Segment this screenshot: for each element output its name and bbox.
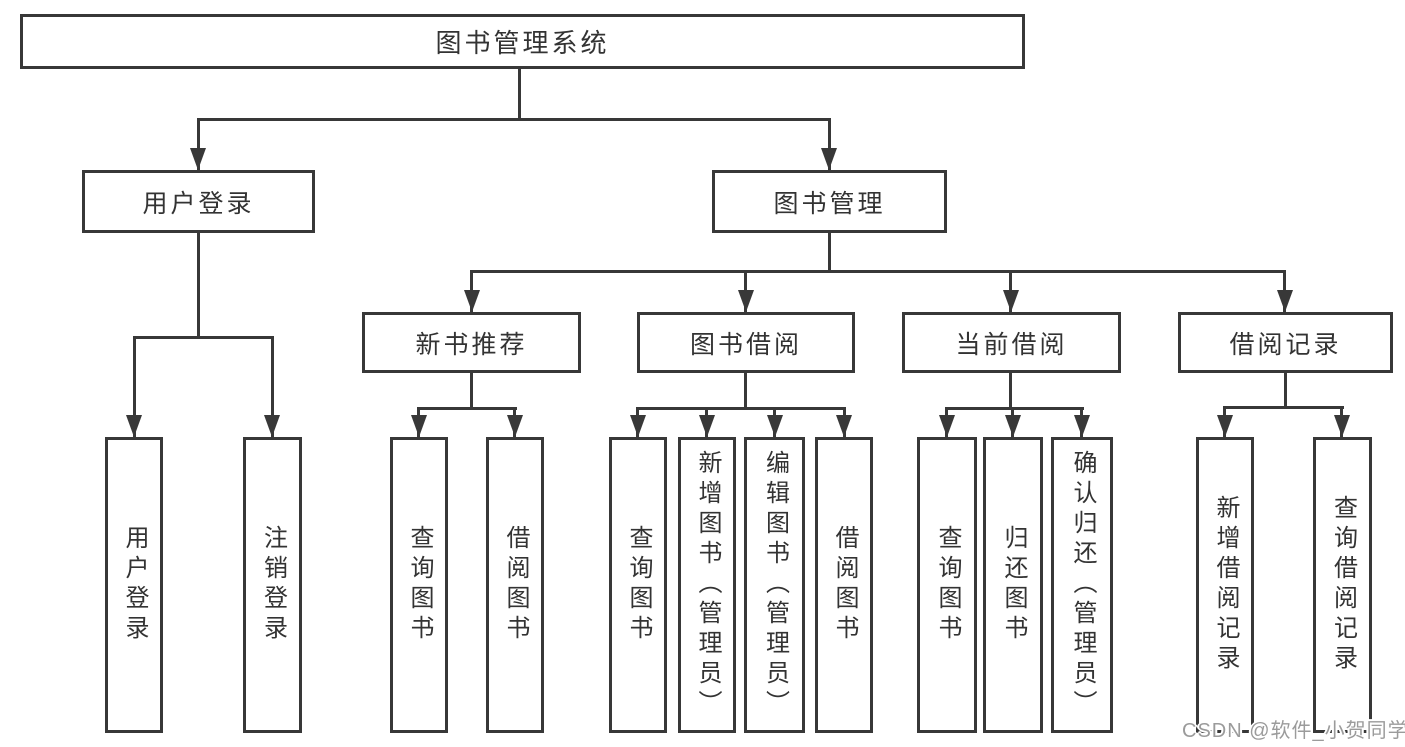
arrowhead <box>1005 415 1021 437</box>
arrowhead <box>767 415 783 437</box>
connector-drop-book-management <box>828 118 831 170</box>
node-label: 注销登录 <box>259 525 287 645</box>
node-label: 图书管理 <box>773 189 886 218</box>
node-add-borrow-record: 新增借阅记录 <box>1196 437 1254 733</box>
watermark: CSDN @软件_小贺同学 <box>1182 720 1405 742</box>
node-query-books-current: 查询图书 <box>917 437 977 733</box>
connector-new-book-branch <box>417 407 517 410</box>
connector-root-stub <box>518 69 521 118</box>
connector-root-branch <box>197 118 831 121</box>
arrowhead-user-login <box>190 148 206 170</box>
arrowhead-book-borrow <box>738 290 754 312</box>
arrowhead-new-book <box>464 290 480 312</box>
connector-user-login-branch <box>134 336 274 339</box>
arrowhead <box>1217 415 1233 437</box>
node-label: 借阅记录 <box>1229 330 1342 359</box>
node-label: 确认归还（管理员） <box>1069 450 1096 720</box>
node-label: 查询图书 <box>406 525 433 645</box>
node-current-borrowing: 当前借阅 <box>902 312 1121 373</box>
node-label: 图书管理系统 <box>435 28 610 58</box>
arrowhead <box>699 415 715 437</box>
node-add-book-admin: 新增图书（管理员） <box>678 437 736 733</box>
node-new-book-recommendation: 新书推荐 <box>362 312 581 373</box>
connector-current-borrow-stub <box>1009 373 1012 407</box>
connector-book-management-stub <box>828 233 831 270</box>
node-borrowing-records: 借阅记录 <box>1178 312 1393 373</box>
connector-book-borrow-branch <box>636 407 846 410</box>
arrowhead <box>1074 415 1090 437</box>
node-label: 当前借阅 <box>955 330 1068 359</box>
node-book-borrowing: 图书借阅 <box>637 312 855 373</box>
node-edit-book-admin: 编辑图书（管理员） <box>744 437 805 733</box>
node-borrow-books-borrowing: 借阅图书 <box>815 437 873 733</box>
node-query-books-borrowing: 查询图书 <box>609 437 667 733</box>
node-root: 图书管理系统 <box>20 14 1025 69</box>
connector-user-login-stub <box>197 233 200 336</box>
node-label: 借阅图书 <box>831 525 858 645</box>
connector-drop-login <box>133 336 136 437</box>
node-query-borrow-record: 查询借阅记录 <box>1313 437 1372 733</box>
node-label: 归还图书 <box>1000 525 1027 645</box>
arrowhead-current-borrow <box>1003 290 1019 312</box>
arrowhead <box>411 415 427 437</box>
arrowhead <box>630 415 646 437</box>
connector-drop-logout <box>271 336 274 437</box>
node-user-login: 用户登录 <box>82 170 315 233</box>
node-book-management: 图书管理 <box>712 170 947 233</box>
arrowhead-borrow-records <box>1277 290 1293 312</box>
node-label: 编辑图书（管理员） <box>761 450 789 720</box>
node-label: 查询借阅记录 <box>1329 495 1357 675</box>
node-login: 用户登录 <box>105 437 163 733</box>
node-borrow-books-recommend: 借阅图书 <box>486 437 544 733</box>
connector-current-borrow-branch <box>945 407 1084 410</box>
node-label: 用户登录 <box>121 525 148 645</box>
arrowhead <box>1334 415 1350 437</box>
node-label: 查询图书 <box>625 525 652 645</box>
connector-book-borrow-stub <box>744 373 747 407</box>
node-label: 借阅图书 <box>502 525 529 645</box>
node-label: 新书推荐 <box>415 330 528 359</box>
arrowhead-logout <box>264 415 280 437</box>
arrowhead <box>836 415 852 437</box>
node-return-books: 归还图书 <box>983 437 1043 733</box>
arrowhead <box>939 415 955 437</box>
arrowhead <box>507 415 523 437</box>
node-label: 图书借阅 <box>689 330 802 359</box>
arrowhead-book-management <box>821 148 837 170</box>
node-label: 新增图书（管理员） <box>694 450 721 720</box>
connector-book-management-branch <box>471 270 1286 273</box>
node-label: 新增借阅记录 <box>1212 495 1239 675</box>
connector-borrow-records-stub <box>1284 373 1287 406</box>
arrowhead-login <box>126 415 142 437</box>
node-logout: 注销登录 <box>243 437 302 733</box>
connector-new-book-stub <box>470 373 473 407</box>
node-label: 查询图书 <box>934 525 961 645</box>
node-confirm-return-admin: 确认归还（管理员） <box>1051 437 1113 733</box>
connector-drop-user-login <box>197 118 200 170</box>
node-query-books-recommend: 查询图书 <box>390 437 448 733</box>
node-label: 用户登录 <box>142 189 255 218</box>
connector-borrow-records-branch <box>1223 406 1344 409</box>
